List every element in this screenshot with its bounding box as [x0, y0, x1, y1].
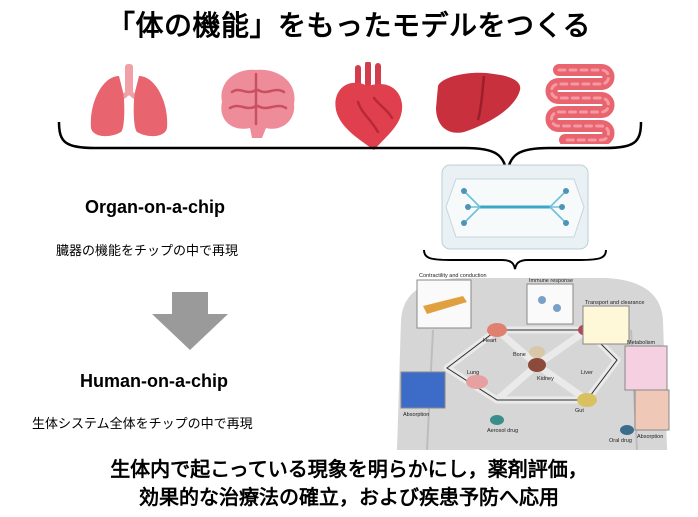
kidney-node [528, 358, 546, 372]
conclusion-text: 生体内で起こっている現象を明らかにし，薬剤評価， 効果的な治療法の確立，および疾… [0, 455, 698, 511]
down-arrow-icon [152, 292, 228, 350]
inset-immune [526, 283, 574, 325]
conclusion-line-1: 生体内で起こっている現象を明らかにし，薬剤評価， [110, 457, 588, 481]
intestine-icon [545, 64, 615, 144]
inset-transport [582, 305, 630, 345]
figure-label: Contractility and conduction [419, 273, 487, 279]
oral-node [620, 425, 634, 435]
inset-absorption-left [400, 371, 446, 409]
figure-label: Absorption [637, 434, 663, 440]
chip-brace [423, 249, 607, 270]
gut-node [577, 393, 597, 407]
liver-icon [436, 72, 521, 133]
organ-icons-row [0, 62, 698, 152]
lungs-icon [90, 64, 168, 137]
figure-label: Absorption [403, 412, 429, 418]
brain-icon [221, 69, 295, 138]
figure-label: Transport and clearance [585, 300, 644, 306]
figure-label: Metabolism [627, 340, 656, 346]
figure-label: Immune response [529, 278, 573, 284]
inset-metabolism [624, 345, 668, 391]
figure-label: Gut [575, 408, 584, 414]
human-on-chip-heading: Human-on-a-chip [80, 371, 228, 391]
organ-on-chip-description: 臓器の機能をチップの中で再現 [56, 244, 239, 259]
conclusion-line-2: 効果的な治療法の確立，および疾患予防へ応用 [139, 485, 559, 509]
lung-node [466, 375, 488, 389]
figure-label: Bone [513, 352, 526, 358]
figure-label: Oral drug [609, 438, 632, 444]
organ-on-chip-heading: Organ-on-a-chip [85, 197, 225, 217]
bone-node [529, 346, 545, 358]
figure-nodes [466, 323, 634, 435]
figure-label: Lung [467, 370, 479, 376]
figure-label: Kidney [537, 376, 554, 382]
heart-node [487, 323, 507, 337]
figure-label: Aerosol drug [487, 428, 518, 434]
inset-absorption-right [634, 389, 670, 431]
human-on-chip-figure: Contractility and conduction Immune resp… [397, 273, 670, 450]
heart-icon [335, 62, 403, 150]
aerosol-node [490, 415, 504, 425]
figure-label: Liver [581, 370, 593, 376]
human-on-chip-description: 生体システム全体をチップの中で再現 [32, 417, 253, 432]
figure-label: Heart [483, 338, 497, 344]
page-title: 「体の機能」をもったモデルをつくる [107, 9, 591, 42]
organ-chip-image [441, 164, 589, 250]
